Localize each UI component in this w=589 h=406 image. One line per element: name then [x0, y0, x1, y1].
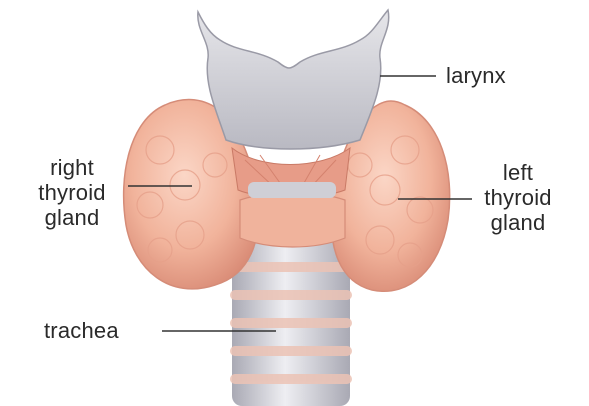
cricoid-region	[232, 148, 350, 198]
larynx-label: larynx	[446, 63, 506, 88]
right-thyroid-label: right thyroid gland	[22, 155, 122, 230]
trachea-label: trachea	[44, 318, 119, 343]
thyroid-isthmus	[240, 193, 345, 248]
right-thyroid-label-line-3: gland	[22, 205, 122, 230]
right-thyroid-label-line-2: thyroid	[22, 180, 122, 205]
larynx-cartilage	[198, 10, 389, 149]
right-thyroid-label-line-1: right	[22, 155, 122, 180]
left-thyroid-label-line-2: thyroid	[476, 185, 560, 210]
left-thyroid-label: left thyroid gland	[476, 160, 560, 235]
left-thyroid-label-line-3: gland	[476, 210, 560, 235]
left-thyroid-label-line-1: left	[476, 160, 560, 185]
